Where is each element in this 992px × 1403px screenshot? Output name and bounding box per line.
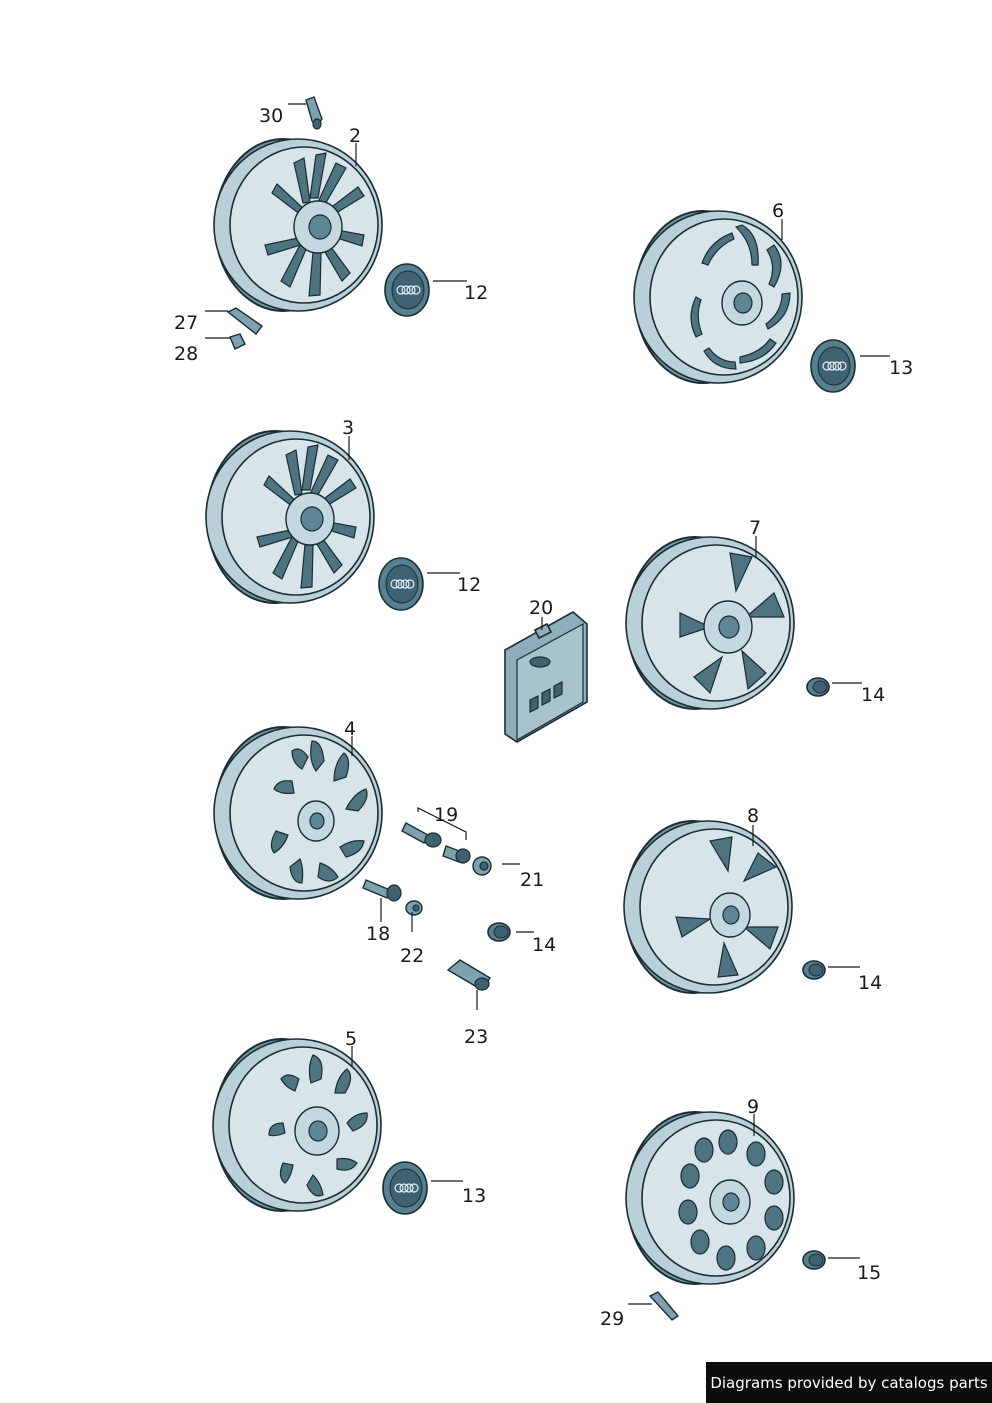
cap-15	[802, 1250, 826, 1270]
wheel-6-spokes	[690, 224, 791, 370]
cap-14-right-mid	[802, 960, 826, 980]
leader-lines	[205, 103, 890, 1305]
callouts: 30 2 12 27 28 6 13 3 12 20 7 14 4 19 21 …	[174, 105, 913, 1330]
weight-27	[226, 307, 263, 335]
wheel-6	[633, 210, 803, 384]
cap-12-mid	[378, 557, 424, 611]
cap-13-bottom	[382, 1161, 428, 1215]
callout-13-bottom: 13	[462, 1185, 486, 1207]
wheel-5	[212, 1038, 382, 1212]
wheel-8-spokes	[675, 836, 779, 978]
bolt-19b	[442, 845, 471, 864]
callout-22: 22	[400, 945, 424, 967]
nut-21	[472, 856, 492, 876]
callout-6: 6	[772, 200, 784, 222]
footer-text: Diagrams provided by catalogs parts	[710, 1373, 988, 1392]
weight-28	[229, 333, 246, 350]
wheel-2-spokes	[264, 152, 365, 297]
cap-14-center	[487, 922, 511, 942]
callout-15: 15	[857, 1262, 881, 1284]
wheel-5-spokes	[268, 1054, 368, 1197]
valve-30	[305, 96, 323, 130]
callout-8: 8	[747, 805, 759, 827]
callout-12-top: 12	[464, 282, 488, 304]
callout-30: 30	[259, 105, 283, 127]
bolt-19	[401, 822, 442, 848]
tool-23	[446, 959, 491, 991]
wheel-9-windows	[678, 1129, 784, 1271]
callout-14-center: 14	[532, 934, 556, 956]
wheel-8	[623, 820, 793, 994]
cap-12-top	[384, 263, 430, 317]
callout-7: 7	[749, 517, 761, 539]
wheel-7-spokes	[679, 552, 785, 695]
callout-5: 5	[345, 1028, 357, 1050]
callout-23: 23	[464, 1026, 488, 1048]
callout-13-top: 13	[889, 357, 913, 379]
wheel-4	[213, 726, 383, 900]
adapter-22	[405, 900, 423, 916]
weight-29	[648, 1291, 680, 1321]
callout-12-mid: 12	[457, 574, 481, 596]
callout-20: 20	[529, 597, 553, 619]
wheel-7	[625, 536, 795, 710]
wheel-4-spokes	[270, 740, 368, 884]
bolt-kit-20	[504, 611, 588, 743]
wheel-3	[205, 430, 375, 604]
cap-14-right-top	[806, 677, 830, 697]
footer-badge: Diagrams provided by catalogs parts	[706, 1362, 992, 1403]
callout-14-right-mid: 14	[858, 972, 882, 994]
callout-19: 19	[434, 804, 458, 826]
cap-13-top	[810, 339, 856, 393]
callout-2: 2	[349, 125, 361, 147]
callout-3: 3	[342, 417, 354, 439]
callout-9: 9	[747, 1096, 759, 1118]
callout-29: 29	[600, 1308, 624, 1330]
wheel-3-spokes	[256, 444, 357, 589]
callout-21: 21	[520, 869, 544, 891]
wheel-9	[625, 1111, 795, 1285]
callout-28: 28	[174, 343, 198, 365]
bolt-18	[362, 879, 402, 902]
callout-4: 4	[344, 718, 356, 740]
callout-27: 27	[174, 312, 198, 334]
callout-18: 18	[366, 923, 390, 945]
callout-14-right-top: 14	[861, 684, 885, 706]
wheel-2	[213, 138, 383, 312]
